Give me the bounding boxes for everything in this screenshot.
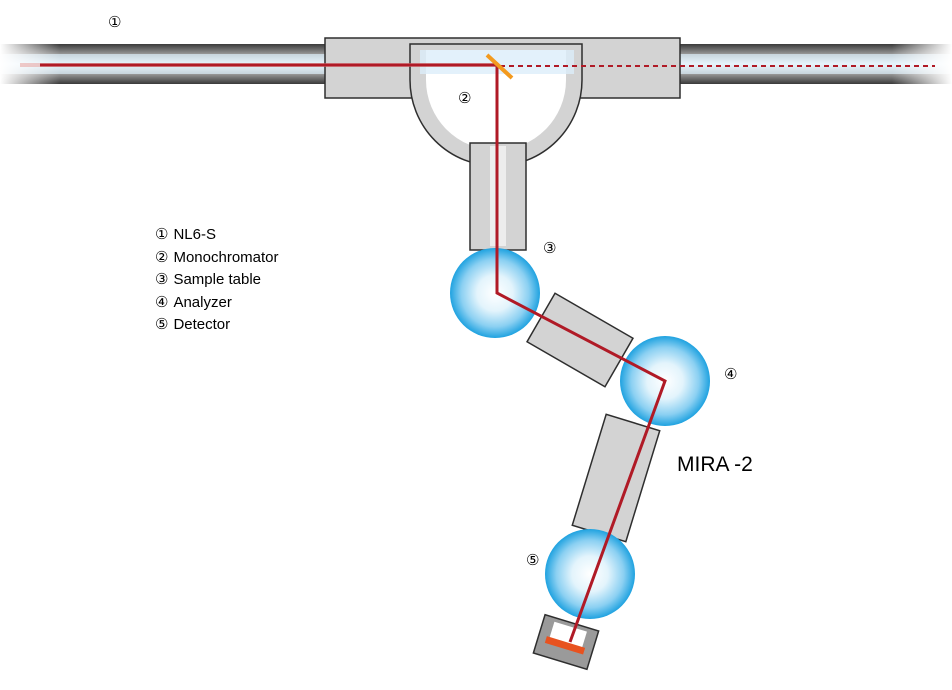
sample-table-sphere xyxy=(450,248,540,338)
instrument-title: MIRA -2 xyxy=(677,453,753,476)
legend-number: ③ xyxy=(155,271,169,288)
legend-label: Analyzer xyxy=(173,293,232,311)
marker-monochromator: ② xyxy=(458,89,472,107)
marker-detector: ⑤ xyxy=(526,551,540,569)
legend-number: ④ xyxy=(155,293,169,311)
marker-nl6s: ① xyxy=(108,13,122,31)
monochromator-crystal xyxy=(485,53,514,80)
legend-number: ② xyxy=(155,248,169,266)
marker-analyzer: ④ xyxy=(724,365,738,383)
legend-label: Sample table xyxy=(173,271,262,288)
legend-number: ⑤ xyxy=(155,316,169,333)
sample-analyzer-arm xyxy=(526,292,634,388)
legend-label: Detector xyxy=(173,316,231,333)
legend-label: NL6-S xyxy=(173,226,216,243)
detector-sphere xyxy=(545,529,635,619)
legend-label: Monochromator xyxy=(173,248,279,266)
marker-sample-table: ③ xyxy=(543,239,557,257)
neutron-beam xyxy=(20,63,935,643)
monochromator-housing xyxy=(324,37,681,251)
detector-plate xyxy=(544,636,586,655)
legend-number: ① xyxy=(155,226,169,243)
detector-housing xyxy=(532,613,600,671)
